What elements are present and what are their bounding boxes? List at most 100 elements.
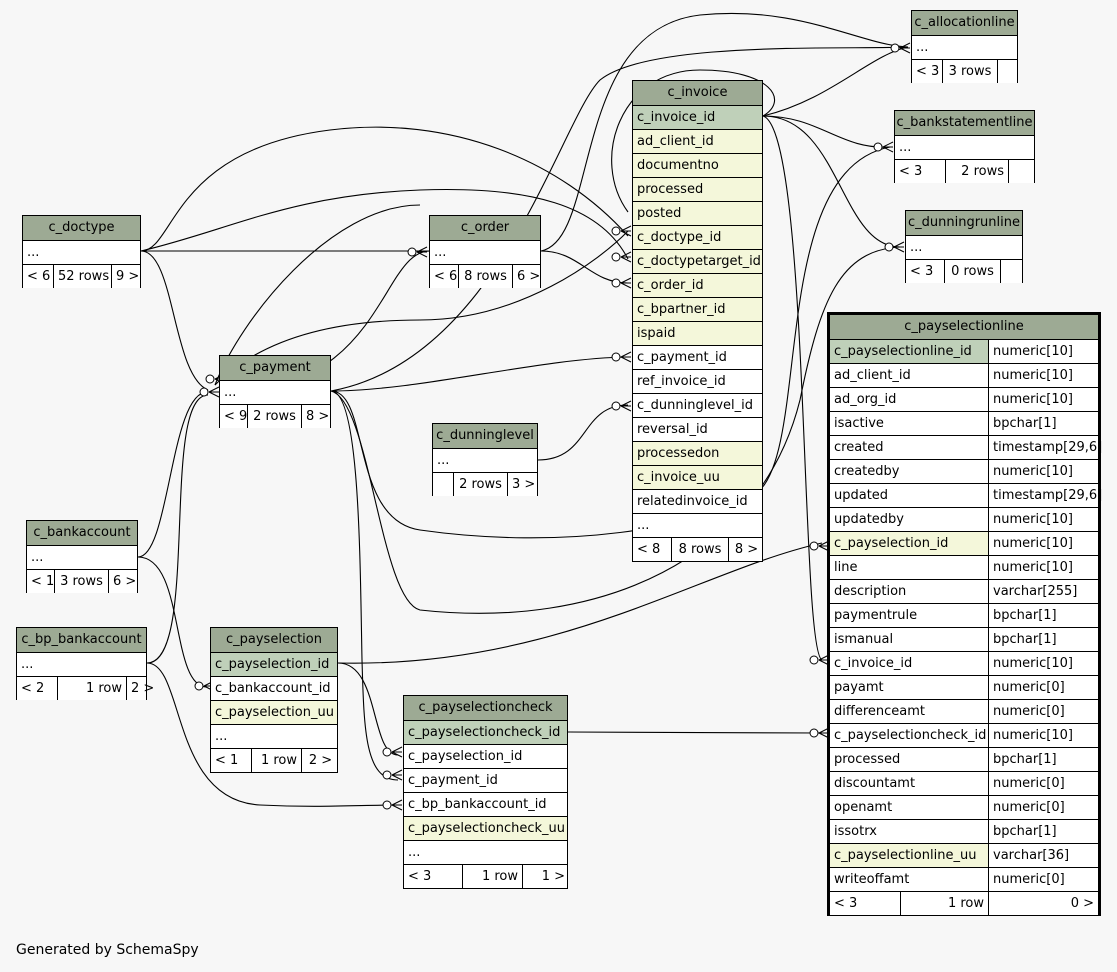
children-count[interactable]: 8 > bbox=[728, 538, 764, 561]
table-c_bp_bankaccount[interactable]: c_bp_bankaccount ... < 2 1 row 2 > bbox=[16, 627, 154, 700]
column-c_dunninglevel_id[interactable]: c_dunninglevel_id bbox=[633, 393, 762, 417]
column-c_payment_id[interactable]: c_payment_id bbox=[633, 345, 762, 369]
column-c_invoice_id[interactable]: c_invoice_id bbox=[633, 105, 762, 129]
table-header[interactable]: c_invoice bbox=[633, 81, 762, 105]
parents-count[interactable] bbox=[433, 473, 453, 496]
table-header[interactable]: c_doctype bbox=[23, 216, 140, 240]
column-c_bpartner_id[interactable]: c_bpartner_id bbox=[633, 297, 762, 321]
table-c_invoice[interactable]: c_invoice c_invoice_id ad_client_id docu… bbox=[632, 80, 763, 562]
table-header[interactable]: c_payment bbox=[220, 356, 330, 380]
table-header[interactable]: c_payselection bbox=[211, 628, 337, 652]
children-count[interactable]: 0 > bbox=[988, 892, 1098, 915]
parents-count[interactable]: < 3 bbox=[408, 869, 432, 884]
parents-count[interactable]: < 3 bbox=[899, 164, 923, 179]
column-relatedinvoice_id[interactable]: relatedinvoice_id bbox=[633, 489, 762, 513]
children-count[interactable]: 9 > bbox=[111, 265, 142, 288]
column-ad_client_id[interactable]: ad_client_id bbox=[633, 129, 762, 153]
column-c_payselection_id[interactable]: c_payselection_id bbox=[211, 652, 337, 676]
column-c_payselectioncheck_uu[interactable]: c_payselectioncheck_uu bbox=[404, 816, 567, 840]
children-count[interactable]: 6 > bbox=[512, 265, 542, 288]
table-c_bankaccount[interactable]: c_bankaccount ... < 1 3 rows 6 > bbox=[26, 520, 138, 593]
column-documentno[interactable]: documentno bbox=[633, 153, 762, 177]
table-header[interactable]: c_payselectionline bbox=[830, 315, 1098, 339]
children-count[interactable]: 8 > bbox=[301, 405, 332, 428]
column-processed[interactable]: processed bbox=[633, 177, 762, 201]
column-posted[interactable]: posted bbox=[633, 201, 762, 225]
column-processedon[interactable]: processedon bbox=[633, 441, 762, 465]
table-header[interactable]: c_payselectioncheck bbox=[404, 696, 567, 720]
children-count[interactable]: 2 > bbox=[126, 677, 154, 700]
children-count[interactable]: 3 > bbox=[507, 473, 539, 496]
table-header[interactable]: c_bankstatementline bbox=[895, 111, 1034, 135]
column-c_payment_id[interactable]: c_payment_id bbox=[404, 768, 567, 792]
parents-count[interactable]: < 8 bbox=[637, 542, 661, 557]
table-c_payselection[interactable]: c_payselection c_payselection_id c_banka… bbox=[210, 627, 338, 773]
table-c_dunninglevel[interactable]: c_dunninglevel ... 2 rows 3 > bbox=[432, 423, 538, 496]
column-c_payselection_uu[interactable]: c_payselection_uu bbox=[211, 700, 337, 724]
column-ispaid[interactable]: ispaid bbox=[633, 321, 762, 345]
column-c_payselectioncheck_id[interactable]: c_payselectioncheck_id bbox=[404, 720, 567, 744]
column-reversal_id[interactable]: reversal_id bbox=[633, 417, 762, 441]
table-header[interactable]: c_order bbox=[430, 216, 540, 240]
parents-count[interactable]: < 6 bbox=[434, 269, 458, 284]
table-c_payment[interactable]: c_payment ... < 9 2 rows 8 > bbox=[219, 355, 331, 428]
children-count[interactable]: 2 > bbox=[301, 749, 339, 772]
table-c_dunningrunline[interactable]: c_dunningrunline ... < 3 0 rows bbox=[905, 210, 1023, 283]
column-ref_invoice_id[interactable]: ref_invoice_id bbox=[633, 369, 762, 393]
parents-count[interactable]: < 3 bbox=[916, 64, 940, 79]
table-c_payselectioncheck[interactable]: c_payselectioncheck c_payselectioncheck_… bbox=[403, 695, 568, 889]
parents-count[interactable]: < 6 bbox=[27, 269, 51, 284]
table-header[interactable]: c_bankaccount bbox=[27, 521, 137, 545]
children-count[interactable]: 1 > bbox=[522, 865, 569, 888]
children-count[interactable] bbox=[997, 60, 1019, 83]
children-count[interactable] bbox=[1008, 160, 1036, 183]
column-c_invoice_uu[interactable]: c_invoice_uu bbox=[633, 465, 762, 489]
table-c_allocationline[interactable]: c_allocationline ... < 3 3 rows bbox=[911, 10, 1018, 83]
children-count[interactable]: 6 > bbox=[108, 570, 139, 593]
column-c_bankaccount_id[interactable]: c_bankaccount_id bbox=[211, 676, 337, 700]
parents-count[interactable]: < 3 bbox=[834, 896, 858, 911]
table-header[interactable]: c_bp_bankaccount bbox=[17, 628, 146, 652]
parents-count[interactable]: < 9 bbox=[224, 409, 248, 424]
table-header[interactable]: c_dunningrunline bbox=[906, 211, 1022, 235]
column-c_doctype_id[interactable]: c_doctype_id bbox=[633, 225, 762, 249]
table-c_order[interactable]: c_order ... < 6 8 rows 6 > bbox=[429, 215, 541, 288]
table-c_doctype[interactable]: c_doctype ... < 6 52 rows 9 > bbox=[22, 215, 141, 288]
children-count[interactable] bbox=[1000, 260, 1024, 283]
column-c_bp_bankaccount_id[interactable]: c_bp_bankaccount_id bbox=[404, 792, 567, 816]
table-header[interactable]: c_allocationline bbox=[912, 11, 1017, 35]
parents-count[interactable]: < 1 bbox=[215, 753, 239, 768]
column-c_payselection_id[interactable]: c_payselection_id bbox=[404, 744, 567, 768]
parents-count[interactable]: < 1 bbox=[31, 574, 55, 589]
parents-count[interactable]: < 2 bbox=[21, 681, 45, 696]
parents-count[interactable]: < 3 bbox=[910, 264, 934, 279]
column-c_doctypetarget_id[interactable]: c_doctypetarget_id bbox=[633, 249, 762, 273]
table-header[interactable]: c_dunninglevel bbox=[433, 424, 537, 448]
table-c_bankstatementline[interactable]: c_bankstatementline ... < 3 2 rows bbox=[894, 110, 1035, 183]
column-c_order_id[interactable]: c_order_id bbox=[633, 273, 762, 297]
